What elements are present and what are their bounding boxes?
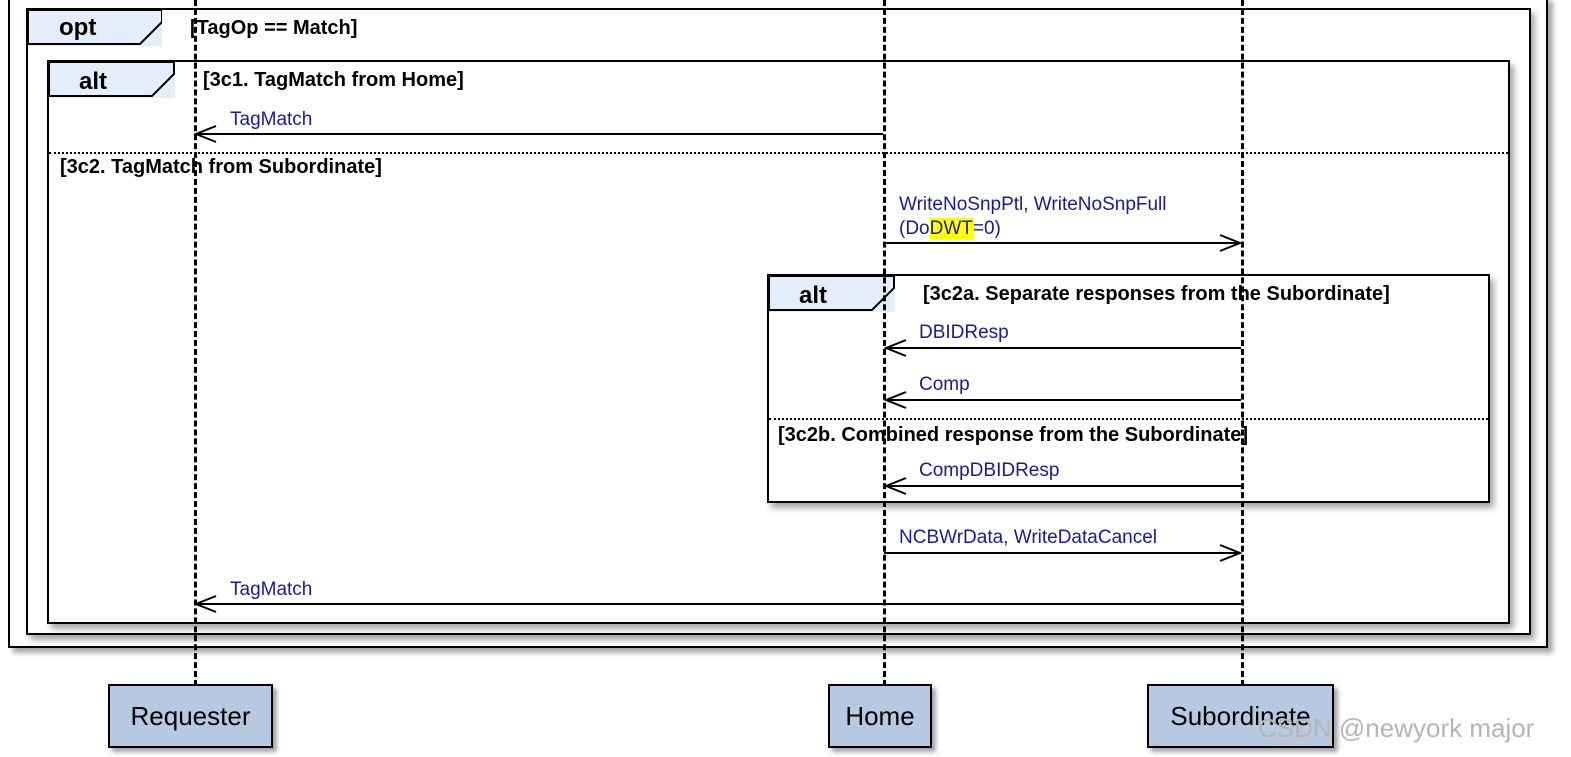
alt-outer-fragment [47,60,1510,624]
arrow-comp [883,391,1241,409]
participant-requester: Requester [108,684,273,748]
msg-write-line1: WriteNoSnpPtl, WriteNoSnpFull [899,194,1167,215]
arrow-compdbidresp [883,477,1241,495]
participant-home-label: Home [845,700,915,731]
alt-inner-guard-1: [3c2a. Separate responses from the Subor… [923,283,1390,305]
msg-write-line2-pre: (Do [899,218,930,239]
alt-inner-guard-2: [3c2b. Combined response from the Subord… [778,424,1249,446]
participant-requester-label: Requester [130,700,251,731]
msg-write-line2: (DoDWT=0) [899,218,1001,240]
participant-subordinate: Subordinate [1147,684,1334,748]
msg-comp: Comp [919,374,970,395]
alt-inner-divider [769,418,1488,420]
lifeline-home [883,0,886,686]
alt-outer-tab-shape [49,62,175,97]
arrow-write [884,234,1243,252]
arrow-dbidresp [883,339,1241,357]
alt-outer-tab: alt [49,62,175,98]
msg-write-line2-highlight: DWT [929,218,973,239]
opt-tab-shape [28,10,162,45]
arrow-tagmatch-sub [193,595,1241,613]
opt-fragment [26,8,1531,635]
msg-ncbwrdata: NCBWrData, WriteDataCancel [899,527,1157,548]
msg-dbidresp: DBIDResp [919,322,1009,343]
participant-home: Home [828,684,932,748]
watermark: CSDN @newyork major [1258,713,1535,743]
alt-outer-guard-2: [3c2. TagMatch from Subordinate] [60,156,382,178]
alt-inner-tab: alt [769,276,895,312]
alt-outer-operator: alt [79,68,108,95]
msg-write-line2-post: =0) [972,218,1001,239]
outer-frame [8,0,1548,648]
participant-subordinate-label: Subordinate [1170,700,1311,731]
arrow-tagmatch-home [193,125,883,143]
opt-operator: opt [59,14,97,41]
alt-outer-guard-1: [3c1. TagMatch from Home] [203,69,464,91]
alt-inner-fragment [767,274,1490,503]
alt-inner-operator: alt [799,282,828,309]
alt-outer-divider [49,152,1508,154]
msg-tagmatch-home: TagMatch [230,109,313,130]
msg-tagmatch-sub: TagMatch [230,579,313,600]
lifeline-subordinate [1241,0,1244,686]
arrow-ncbwrdata [884,544,1243,562]
msg-compdbidresp: CompDBIDResp [919,460,1060,481]
opt-guard: [TagOp == Match] [190,17,358,39]
opt-tab: opt [28,10,162,46]
lifeline-requester [194,0,197,686]
